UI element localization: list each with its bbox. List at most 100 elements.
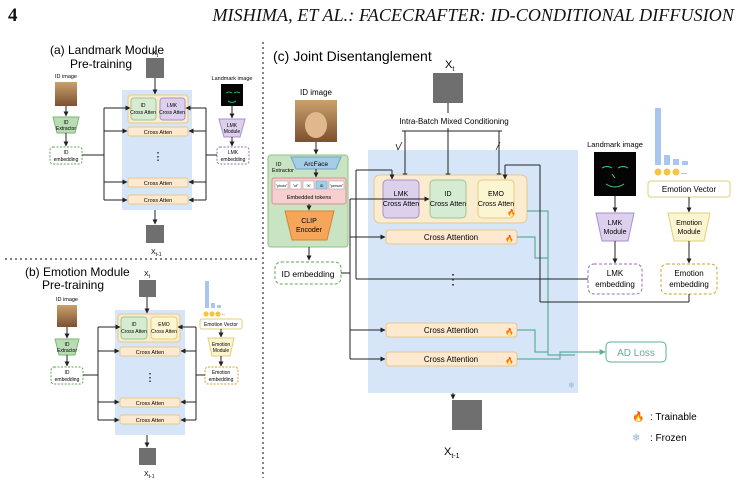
id-extractor-c-l1: ID	[276, 162, 282, 168]
id-extractor-b-l2: Extractor	[57, 348, 77, 354]
id-image-b	[57, 305, 77, 327]
emotion-embedding-b-l2: embedding	[209, 377, 234, 383]
cross-atten-a-3	[127, 194, 189, 205]
lmk-embedding-c	[587, 263, 643, 295]
emotion-vector-c-label: Emotion Vector	[662, 185, 717, 194]
lmk-module-c	[595, 212, 635, 242]
id-cross-atten-c-l1: ID	[445, 191, 452, 198]
id-image-label-c: ID image	[300, 88, 333, 97]
id-cross-atten-b	[120, 316, 148, 340]
id-cross-atten-b-l1: ID	[132, 322, 137, 328]
input-latent-c	[433, 73, 463, 103]
emotion-module-c-l2: Module	[678, 229, 701, 236]
lmk-cross-atten-a-l2: Cross Atten	[159, 110, 185, 116]
id-extractor-b-l1: ID	[65, 342, 70, 348]
id-image-label-a: ID image	[55, 74, 77, 80]
running-title: MISHIMA, ET AL.: FACECRAFTER: ID-CONDITI…	[212, 5, 734, 25]
lmk-module-a-l1: LMK	[227, 123, 238, 129]
svg-text:..: ..	[222, 311, 225, 317]
input-label-c: Xt	[445, 59, 454, 73]
emotion-bar-1	[205, 281, 209, 308]
output-label-b: Xt-1	[144, 471, 155, 480]
id-extractor-a-l1: ID	[64, 120, 69, 126]
emotion-vector-b-label: Emotion Vector	[204, 322, 238, 328]
emotion-bar-c-3	[673, 159, 679, 165]
lmk-module-a	[218, 118, 246, 138]
emo-cross-atten-b-l1: EMO	[158, 322, 170, 328]
page-number: 4	[8, 5, 18, 26]
lmk-module-c-l1: LMK	[608, 220, 623, 227]
cross-attention-c-3-label: Cross Attention	[424, 355, 478, 364]
cross-atten-a-2	[127, 177, 189, 188]
landmark-image-c	[594, 152, 636, 196]
token-a: "a"	[306, 184, 311, 188]
input-label-a: Xt	[152, 50, 159, 59]
emotion-module-b-l2: Module	[213, 348, 230, 354]
svg-text:❄: ❄	[568, 381, 575, 390]
panel-a: (a) Landmark Module Pre-training Xt ID C…	[49, 43, 252, 258]
input-latent-a	[146, 58, 164, 78]
cross-attention-c-2-label: Cross Attention	[424, 326, 478, 335]
lmk-cross-atten-a-l1: LMK	[167, 103, 178, 109]
emotion-module-b-l1: Emotion	[212, 342, 231, 348]
output-latent-c	[452, 400, 482, 430]
id-image-label-b: ID image	[56, 297, 78, 303]
token-of: "of"	[293, 184, 299, 188]
id-cross-atten-a-l1: ID	[141, 103, 146, 109]
panel-c-title: (c) Joint Disentanglement	[273, 48, 432, 64]
lmk-embedding-a-l1: LMK	[228, 150, 239, 156]
lmk-module-a-l2: Module	[224, 129, 241, 135]
clip-encoder-l1: CLIP	[301, 218, 317, 225]
emotion-module-b	[207, 337, 235, 357]
svg-text:🔥: 🔥	[505, 356, 514, 365]
output-label-c: Xt-1	[444, 446, 460, 460]
emo-cross-atten-c-l2: Cross Atten	[478, 201, 514, 208]
emotion-bar-2	[211, 303, 215, 308]
svg-text:🔥: 🔥	[507, 208, 516, 217]
clip-encoder	[284, 210, 335, 241]
id-embedding-c-label: ID embedding	[282, 269, 335, 279]
id-cross-atten-a	[130, 97, 157, 121]
emotion-module-c-l1: Emotion	[676, 220, 702, 227]
cross-atten-b-1-label: Cross Atten	[136, 350, 164, 356]
lmk-embedding-c-l2: embedding	[595, 280, 635, 289]
emotion-embedding-b-l1: Emotion	[212, 370, 231, 376]
cross-atten-a-3-label: Cross Atten	[144, 198, 172, 204]
id-cross-atten-a-l2: Cross Atten	[130, 110, 156, 116]
input-label-b: Xt	[144, 271, 151, 280]
panel-b-title-line1: (b) Emotion Module	[25, 265, 130, 279]
id-image-a	[55, 82, 77, 106]
cross-atten-b-1	[119, 346, 181, 357]
svg-text:🔥: 🔥	[505, 234, 514, 243]
output-latent-a	[146, 225, 164, 243]
output-label-a: Xt-1	[151, 249, 162, 258]
emo-cross-atten-b	[150, 316, 178, 340]
cross-atten-b-2	[119, 397, 181, 408]
cross-atten-b-2-label: Cross Atten	[136, 401, 164, 407]
arcface-box	[290, 156, 342, 170]
emoji-icon	[672, 168, 680, 176]
legend-trainable: : Trainable	[650, 412, 697, 423]
token-photo: "photo"	[276, 184, 288, 188]
landmark-image-a	[221, 84, 243, 106]
emotion-bar-3	[217, 305, 221, 308]
output-latent-b	[139, 448, 156, 465]
cross-atten-b-3	[119, 414, 181, 425]
id-extractor-a	[52, 116, 80, 134]
emoji-icon	[215, 311, 221, 317]
emo-cross-atten-c-l1: EMO	[488, 191, 505, 198]
panel-a-title-line2: Pre-training	[70, 57, 132, 71]
emotion-bar-c-2	[664, 155, 670, 165]
ellipsis-b: ⋮	[145, 372, 156, 384]
id-extractor-c-l2: Extractor	[272, 168, 294, 174]
embedded-tokens-label: Embedded tokens	[287, 195, 332, 201]
ellipsis-a: ⋮	[153, 151, 164, 163]
emo-cross-atten-c	[477, 179, 515, 219]
lmk-cross-atten-a	[159, 97, 186, 121]
lmk-embedding-a-l2: embedding	[221, 157, 246, 163]
emotion-bar-c-1	[655, 108, 661, 165]
lmk-module-c-l2: Module	[604, 229, 627, 236]
token-person: "person"	[330, 184, 344, 188]
panel-a-title-line1: (a) Landmark Module	[50, 43, 164, 57]
panel-c: (c) Joint Disentanglement ❄ Xt Intra-Bat…	[267, 48, 731, 460]
